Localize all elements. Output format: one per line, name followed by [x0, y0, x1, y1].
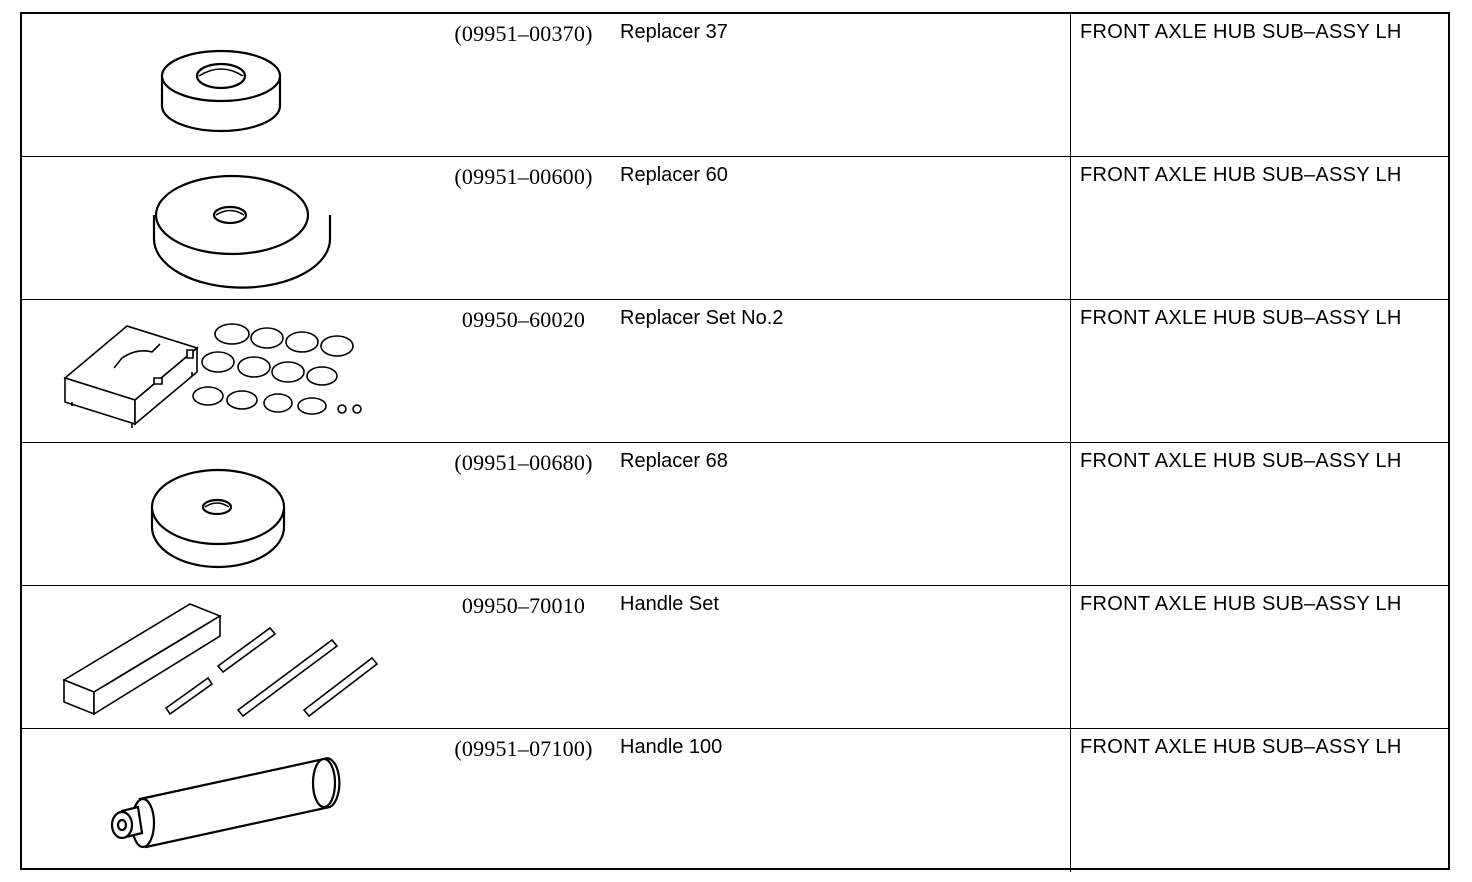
column-divider	[1070, 14, 1071, 156]
replacer-37-icon	[42, 14, 442, 157]
replacer-60-icon	[42, 157, 442, 300]
part-number: 09950–70010	[461, 593, 586, 618]
part-number: (09951–00370)	[454, 21, 593, 46]
table-row: 09950–60020 Replacer Set No.2 FRONT AXLE…	[22, 300, 1448, 443]
replacer-set-icon	[42, 300, 442, 443]
part-number: (09951–00680)	[454, 450, 593, 475]
tool-name: Handle Set	[620, 593, 719, 615]
usage-text: FRONT AXLE HUB SUB–ASSY LH	[1080, 307, 1402, 329]
column-divider	[1070, 300, 1071, 442]
tool-name: Handle 100	[620, 736, 723, 758]
part-number: (09951–07100)	[454, 736, 593, 761]
column-divider	[1070, 157, 1071, 299]
column-divider	[1070, 729, 1071, 872]
table-row: 09950–70010 Handle Set FRONT AXLE HUB SU…	[22, 586, 1448, 729]
usage-text: FRONT AXLE HUB SUB–ASSY LH	[1080, 450, 1402, 472]
table-row: (09951–00680) Replacer 68 FRONT AXLE HUB…	[22, 443, 1448, 586]
tool-name: Replacer Set No.2	[620, 307, 784, 329]
part-number: (09951–00600)	[454, 164, 593, 189]
tool-name: Replacer 60	[620, 164, 728, 186]
replacer-68-icon	[42, 443, 442, 586]
usage-text: FRONT AXLE HUB SUB–ASSY LH	[1080, 593, 1402, 615]
usage-text: FRONT AXLE HUB SUB–ASSY LH	[1080, 736, 1402, 758]
part-number: 09950–60020	[461, 307, 586, 332]
handle-100-icon	[42, 729, 442, 872]
tool-name: Replacer 68	[620, 450, 728, 472]
tool-name: Replacer 37	[620, 21, 728, 43]
usage-text: FRONT AXLE HUB SUB–ASSY LH	[1080, 21, 1402, 43]
table-row: (09951–07100) Handle 100 FRONT AXLE HUB …	[22, 729, 1448, 872]
handle-set-icon	[42, 586, 442, 729]
column-divider	[1070, 586, 1071, 728]
special-service-tools-table: (09951–00370) Replacer 37 FRONT AXLE HUB…	[20, 12, 1450, 872]
column-divider	[1070, 443, 1071, 585]
usage-text: FRONT AXLE HUB SUB–ASSY LH	[1080, 164, 1402, 186]
table-row: (09951–00370) Replacer 37 FRONT AXLE HUB…	[22, 14, 1448, 157]
table-row: (09951–00600) Replacer 60 FRONT AXLE HUB…	[22, 157, 1448, 300]
